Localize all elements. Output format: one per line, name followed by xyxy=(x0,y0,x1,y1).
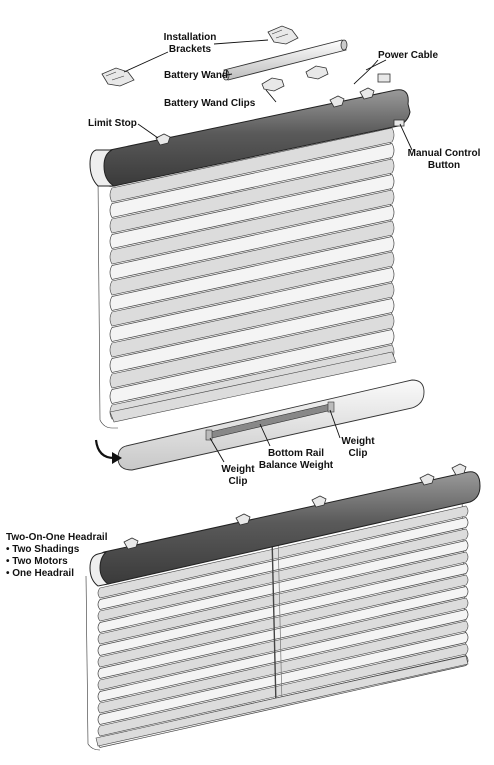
label-weight-clip-right-1: Weight xyxy=(341,436,375,447)
label-battery-wand: Battery Wand xyxy=(164,70,228,81)
label-manual-control-1: Manual Control xyxy=(408,148,481,159)
shade-vane xyxy=(109,127,395,203)
label-weight-clip-left-1: Weight xyxy=(221,464,255,475)
label-battery-wand-clips: Battery Wand Clips xyxy=(164,98,256,109)
limit-stop xyxy=(155,133,171,146)
installation-bracket-right xyxy=(267,25,299,45)
leader-limit-stop xyxy=(137,123,159,139)
leader-battery-wand xyxy=(221,73,233,77)
shade-vane xyxy=(109,220,395,296)
label-two-on-one-item-1: • Two Shadings xyxy=(6,544,80,555)
shade-vane xyxy=(97,517,469,610)
shade-top-vanes xyxy=(109,127,395,420)
shade-vane xyxy=(97,563,469,656)
shade-top xyxy=(89,87,411,429)
weight-clip-left xyxy=(205,429,213,441)
label-weight-clip-right-2: Clip xyxy=(349,448,368,459)
shade-vane xyxy=(109,205,395,280)
bottom-rail xyxy=(117,379,425,471)
weight-clip-right xyxy=(327,401,335,413)
shade-vane xyxy=(97,643,469,737)
label-two-on-one-item-2: • Two Motors xyxy=(6,556,68,567)
shade-vane xyxy=(109,236,395,311)
label-installation-brackets-1: Installation xyxy=(164,32,217,43)
shade-vane xyxy=(97,632,469,725)
leader-weight-clip-right xyxy=(329,409,341,439)
label-bottom-rail-2: Balance Weight xyxy=(259,460,334,471)
label-power-cable: Power Cable xyxy=(378,50,438,61)
battery-wand-clip-1 xyxy=(261,77,285,92)
manual-control-button xyxy=(393,119,405,127)
shade-bottom-vanes xyxy=(97,505,469,748)
shade-vane xyxy=(109,282,395,358)
label-bottom-rail-1: Bottom Rail xyxy=(268,448,324,459)
leader-installation-brackets-right xyxy=(213,39,269,45)
label-two-on-one-title: Two-On-One Headrail xyxy=(6,532,108,543)
label-limit-stop: Limit Stop xyxy=(88,118,137,129)
leader-installation-brackets-left xyxy=(123,51,169,73)
headrail-end-cap xyxy=(89,149,116,187)
shade-vane xyxy=(97,540,469,633)
rotate-arrow-icon xyxy=(94,439,122,464)
shade-vane xyxy=(109,267,395,342)
shade-two-on-one xyxy=(85,463,481,751)
shade-vane xyxy=(97,586,469,679)
shade-vane xyxy=(97,620,469,714)
label-weight-clip-left-2: Clip xyxy=(229,476,248,487)
label-two-on-one-item-3: • One Headrail xyxy=(6,568,74,579)
shade-vane xyxy=(97,528,469,622)
shade-vane xyxy=(109,329,395,404)
leader-weight-clip-left xyxy=(209,437,225,463)
shade-vane xyxy=(109,313,395,389)
shade-vane xyxy=(109,143,395,218)
leader-battery-wand-clips xyxy=(265,89,277,103)
battery-wand-clip-2 xyxy=(305,65,329,80)
leader-power-cable xyxy=(365,59,387,71)
center-divider xyxy=(271,535,277,707)
shade-vane xyxy=(97,505,469,599)
label-installation-brackets-2: Brackets xyxy=(169,44,212,55)
leader-bottom-rail xyxy=(259,423,271,447)
shade-vane xyxy=(97,597,469,691)
shade-vane xyxy=(109,189,395,265)
power-cable xyxy=(353,59,391,85)
leader-manual-control xyxy=(399,123,413,151)
shade-vane xyxy=(109,298,395,373)
shade-vane xyxy=(97,551,469,645)
shade-vane xyxy=(109,158,395,234)
shade-vane xyxy=(109,251,395,327)
shade-vane xyxy=(97,574,469,668)
shade-vane xyxy=(109,174,395,249)
label-manual-control-2: Button xyxy=(428,160,460,171)
installation-bracket-left xyxy=(101,67,135,87)
shade-vane xyxy=(97,609,469,702)
